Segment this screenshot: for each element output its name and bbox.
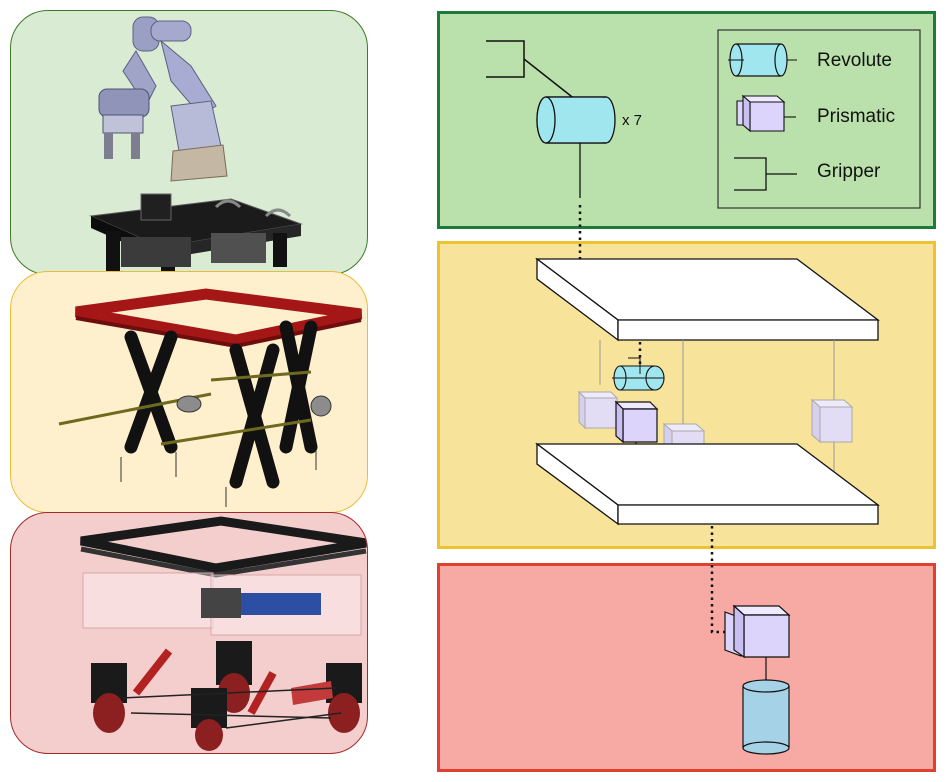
wheel-modules-illustration xyxy=(91,641,362,751)
lift-prismatic-ghost-left xyxy=(577,390,619,430)
lift-prismatic-joint-icon xyxy=(614,400,659,470)
legend-prismatic-icon xyxy=(736,94,796,133)
bottom-plate xyxy=(535,442,880,526)
legend-gripper-icon xyxy=(734,157,797,191)
lift-revolute-joint-icon xyxy=(612,357,665,391)
robot-arm-illustration xyxy=(98,16,228,182)
gripper-icon xyxy=(486,40,577,101)
top-plate xyxy=(535,257,880,342)
lift-prismatic-ghost-right xyxy=(810,398,854,444)
legend-revolute-label: Revolute xyxy=(817,50,892,71)
scissor-lift-render xyxy=(58,288,363,507)
robot-arm-render xyxy=(89,16,303,274)
base-cylinder-icon xyxy=(742,679,790,755)
mobile-base-panel xyxy=(10,512,368,754)
scissor-arms-illustration xyxy=(124,320,318,489)
mobile-base-render xyxy=(80,516,367,751)
arm-assembly-panel xyxy=(10,10,368,275)
base-frame-illustration xyxy=(80,516,367,636)
lift-assembly-panel xyxy=(10,271,368,513)
arm-schematic-panel xyxy=(437,11,936,229)
revolute-joint-icon xyxy=(536,96,616,144)
arm-joint-multiplier: x 7 xyxy=(622,112,643,129)
black-table-illustration xyxy=(89,193,303,274)
base-schematic-panel xyxy=(437,563,936,772)
legend-revolute-icon xyxy=(728,43,797,77)
base-prismatic-joint-icon xyxy=(724,604,791,684)
legend-gripper-label: Gripper xyxy=(817,161,881,182)
joint-legend xyxy=(717,29,921,209)
legend-prismatic-label: Prismatic xyxy=(817,106,896,127)
